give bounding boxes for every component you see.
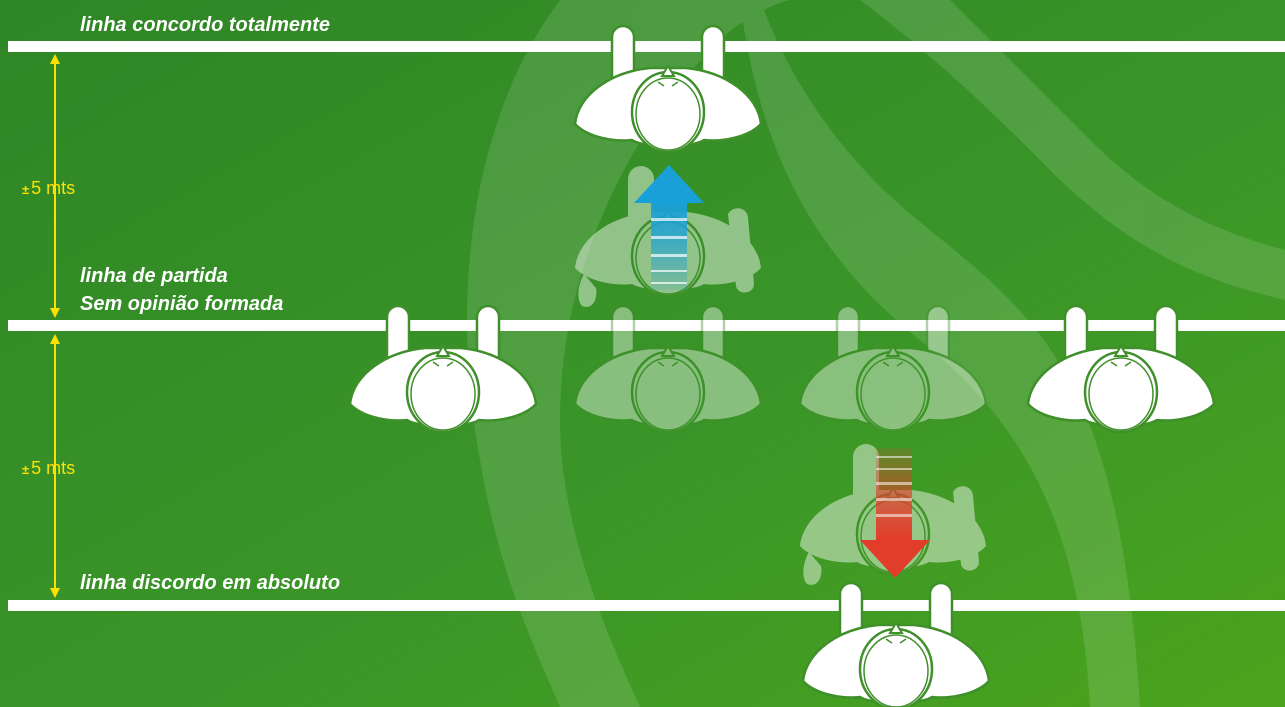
agree-line (8, 41, 1285, 52)
lower-distance-label: ±5 mts (22, 458, 75, 480)
disagree-line-label: linha discordo em absoluto (80, 571, 340, 595)
upper-distance-label: ±5 mts (22, 178, 75, 200)
plus-minus-symbol: ± (22, 182, 29, 197)
start-line-label: linha de partida (80, 264, 228, 288)
start-line-sublabel: Sem opinião formada (80, 292, 283, 316)
lower-distance-value: 5 mts (31, 458, 75, 478)
plus-minus-symbol: ± (22, 462, 29, 477)
start-line (8, 320, 1285, 331)
disagree-line (8, 600, 1285, 611)
agree-line-label: linha concordo totalmente (80, 13, 330, 37)
upper-distance-value: 5 mts (31, 178, 75, 198)
